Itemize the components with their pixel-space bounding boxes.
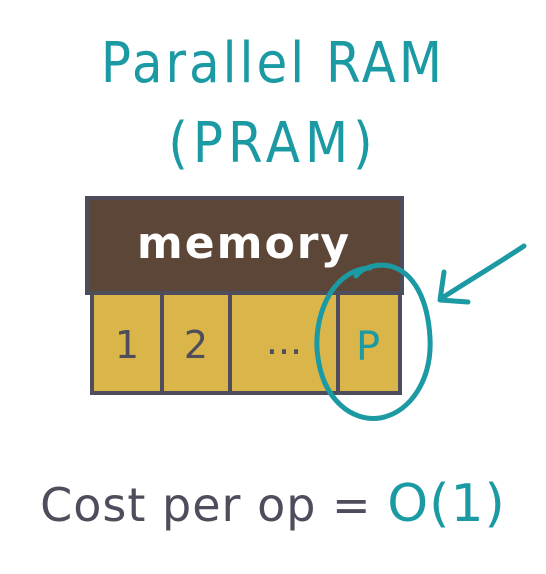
processor-cell-1: [90, 291, 164, 395]
processor-label-1: 1: [115, 323, 139, 367]
processor-label-ellipsis: ...: [266, 319, 302, 363]
arrow-shaft: [439, 243, 527, 301]
processor-cell-2: [160, 291, 232, 395]
highlight-circle: [314, 262, 433, 421]
arrow-head: [437, 269, 471, 305]
pointer-arrow: [437, 243, 527, 305]
processor-label-2: 2: [184, 323, 208, 367]
diagram-title-line-2: (PRAM): [168, 110, 378, 176]
memory-label: memory: [137, 218, 351, 269]
processor-label-p: P: [356, 324, 380, 370]
processor-cell-p: [336, 291, 402, 395]
cost-value: O(1): [387, 474, 506, 534]
diagram-title-line-1: Parallel RAM: [100, 30, 446, 96]
cost-prefix: Cost per op =: [40, 478, 388, 532]
cost-statement: Cost per op = O(1): [0, 474, 546, 534]
